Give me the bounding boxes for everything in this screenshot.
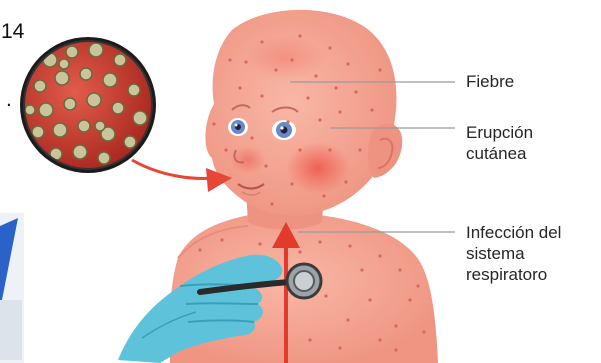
rash-spot [308, 338, 311, 341]
rash-spot [370, 108, 373, 111]
label-rash: Erupción cutánea [466, 122, 533, 164]
rash-spot [346, 318, 349, 321]
rash-spot [378, 338, 381, 341]
rash-spot [228, 58, 231, 61]
rash-spot [328, 148, 331, 151]
rash-spot [298, 148, 301, 151]
rash-spot [260, 40, 263, 43]
rash-spot [338, 346, 341, 349]
rash-spot [198, 248, 201, 251]
virus-particle [80, 68, 92, 80]
rash-spot [398, 268, 401, 271]
virus-particle [133, 111, 147, 125]
virus-particle [55, 71, 69, 85]
rash-spot [270, 202, 273, 205]
rash-spot [264, 164, 267, 167]
rash-spot [290, 182, 293, 185]
rash-spot [358, 148, 361, 151]
rash-spot [238, 86, 241, 89]
rash-spot [324, 294, 327, 297]
rash-spot [224, 148, 227, 151]
rash-spot [298, 250, 301, 253]
rash-spot [290, 58, 293, 61]
rash-spot [258, 242, 261, 245]
rash-spot [344, 180, 347, 183]
virus-particle [124, 136, 136, 148]
rash-spot [378, 68, 381, 71]
label-fever: Fiebre [466, 71, 514, 92]
virus-particle [112, 102, 124, 114]
virus-particle [95, 121, 105, 131]
rash-spot [298, 34, 301, 37]
virus-particle [73, 145, 87, 159]
label-respiratory: Infección del sistema respiratoro [466, 222, 561, 285]
rash-spot [244, 60, 247, 63]
virus-particle [53, 123, 67, 137]
virus-particle [78, 120, 90, 132]
rash-spot [318, 240, 321, 243]
virus-particle [39, 103, 53, 117]
virus-particle [98, 152, 110, 164]
virus-particle [32, 126, 44, 138]
rash-spot [260, 94, 263, 97]
rash-spot [346, 62, 349, 65]
rash-spot [328, 46, 331, 49]
rash-spot [212, 122, 215, 125]
virus-particle [25, 105, 35, 115]
rash-spot [250, 136, 253, 139]
virus-particle [34, 80, 46, 92]
rash-spot [338, 110, 341, 113]
rash-spot [314, 74, 317, 77]
rash-spot [354, 90, 357, 93]
child-head [205, 10, 402, 216]
rash-spot [306, 96, 309, 99]
rash-spot [286, 120, 289, 123]
rash-spot [416, 284, 419, 287]
virus-particle [114, 54, 126, 66]
rash-spot [318, 118, 321, 121]
rash-spot [220, 238, 223, 241]
rash-spot [394, 324, 397, 327]
rash-spot [408, 298, 411, 301]
rash-spot [368, 298, 371, 301]
rash-spot [322, 194, 325, 197]
rash-spot [334, 86, 337, 89]
virus-particle [66, 46, 78, 58]
rash-spot [422, 330, 425, 333]
virus-particle [87, 93, 101, 107]
virus-particle [59, 59, 69, 69]
rash-spot [348, 244, 351, 247]
virus-particle [103, 73, 117, 87]
rash-spot [394, 348, 397, 351]
virus-magnifier [20, 31, 156, 173]
rash-spot [360, 268, 363, 271]
virus-particle [128, 84, 140, 96]
virus-particle [64, 98, 76, 110]
virus-particle [89, 43, 103, 57]
rash-spot [274, 68, 277, 71]
blue-card-fragment [0, 213, 24, 363]
rash-spot [378, 254, 381, 257]
